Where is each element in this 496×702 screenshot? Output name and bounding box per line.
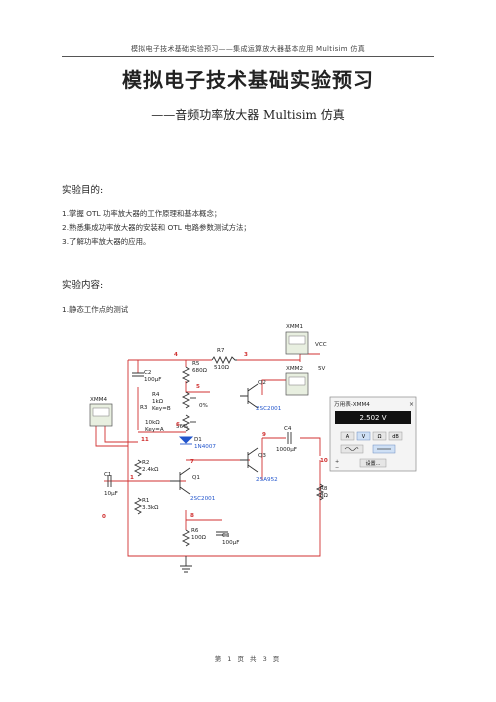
r4-label: R4 [152, 392, 160, 398]
q3-label: Q3 [258, 453, 266, 459]
node-label: 10 [320, 458, 328, 464]
r1-value: 3.3kΩ [142, 505, 159, 511]
r3-key: Key=A [145, 427, 164, 433]
r5-label: R5 [192, 361, 200, 367]
r3-value: 10kΩ [145, 420, 160, 426]
c3-value: 100μF [222, 540, 239, 546]
r3-label: R3 [140, 405, 148, 411]
xmm1-instrument [285, 331, 309, 355]
close-icon[interactable]: × [409, 401, 414, 408]
ammeter-button[interactable] [340, 431, 355, 441]
vcc-value: 5V [318, 366, 326, 372]
minus-terminal-icon: − [335, 465, 339, 471]
r7-value: 510Ω [214, 365, 230, 371]
voltmeter-button[interactable] [356, 431, 371, 441]
q3-model: 2SA952 [256, 477, 278, 483]
d1-label: D1 [194, 437, 202, 443]
purpose-item: 1.掌握 OTL 功率放大器的工作原理和基本概念； [62, 209, 222, 218]
node-label: 0 [102, 514, 106, 520]
document-title: 模拟电子技术基础实验预习 [122, 68, 374, 92]
ac-mode-button[interactable] [340, 444, 364, 454]
c3-label: C3 [222, 533, 230, 539]
r7-label: R7 [217, 348, 225, 354]
ammeter-label: A [346, 434, 350, 440]
xmm2-label: XMM2 [286, 366, 303, 372]
r5-value: 680Ω [192, 368, 208, 374]
node-label: 3 [244, 352, 248, 358]
content-heading: 实验内容: [62, 280, 104, 291]
vcc-label: VCC [315, 342, 327, 348]
c1-label: C1 [104, 472, 112, 478]
q2-label: Q2 [258, 380, 266, 386]
ac-wave-icon [344, 447, 359, 451]
node-label: 1 [130, 475, 134, 481]
c1-value: 10μF [104, 491, 118, 497]
node-label: 4 [174, 352, 178, 358]
c2-label: C2 [144, 370, 151, 376]
xmm1-label: XMM1 [286, 324, 303, 330]
xmm2-instrument [285, 372, 309, 396]
multimeter-display [335, 411, 411, 424]
node-label: 7 [190, 459, 194, 465]
ohmmeter-button[interactable] [372, 431, 387, 441]
node-label: 11 [141, 437, 149, 443]
purpose-heading: 实验目的: [62, 185, 104, 196]
multimeter-reading: 2.502 V [359, 414, 386, 422]
xmm4-label: XMM4 [90, 397, 107, 403]
decibel-button[interactable] [388, 431, 403, 441]
r2-label: R2 [142, 460, 149, 466]
plus-terminal-icon: + [335, 459, 339, 465]
multimeter-title: 万用表-XMM4 [334, 400, 370, 408]
node-label: 9 [262, 432, 266, 438]
r6-label: R6 [191, 528, 199, 534]
node-label: 6 [176, 422, 180, 428]
decibel-label: dB [392, 434, 399, 440]
r4-key: Key=B [152, 406, 171, 412]
r3-percent: 56% [176, 424, 188, 430]
document-subtitle: ——音频功率放大器 Multisim 仿真 [151, 108, 345, 122]
page-footer: 第 1 页 共 3 页 [214, 655, 282, 663]
c4-label: C4 [284, 426, 292, 432]
xmm4-instrument [89, 403, 113, 427]
r1-label: R1 [142, 498, 150, 504]
r4-percent: 0% [199, 403, 208, 409]
components [107, 355, 325, 573]
r6-value: 100Ω [191, 535, 207, 541]
purpose-item: 3.了解功率放大器的应用。 [62, 237, 151, 246]
page-header: 模拟电子技术基础实验预习——集成运算放大器基本应用 Multisim 仿真 [130, 45, 366, 53]
q1-label: Q1 [192, 475, 200, 481]
purpose-item: 2.熟悉集成功率放大器的安装和 OTL 电路参数测试方法； [62, 223, 251, 232]
ohmmeter-label: Ω [378, 434, 382, 440]
d1-value: 1N4007 [194, 444, 216, 450]
r8-value: 8Ω [320, 493, 329, 499]
settings-button[interactable] [359, 458, 387, 468]
c4-value: 1000μF [276, 447, 297, 453]
multimeter-window[interactable]: 万用表-XMM4 × 2.502 V A V Ω dB + − 设置... [329, 396, 417, 472]
node-label: 5 [196, 384, 200, 390]
r2-value: 2.4kΩ [142, 467, 159, 473]
settings-label: 设置... [366, 460, 381, 467]
q2-model: 2SC2001 [256, 406, 282, 412]
header-rule [62, 56, 434, 57]
r4-value: 1kΩ [152, 399, 164, 405]
node-label: 8 [190, 513, 194, 519]
r8-label: R8 [320, 486, 328, 492]
voltmeter-label: V [362, 434, 366, 440]
q1-model: 2SC2001 [190, 496, 216, 502]
content-item: 1.静态工作点的测试 [62, 305, 129, 314]
c2-value: 100μF [144, 377, 161, 383]
